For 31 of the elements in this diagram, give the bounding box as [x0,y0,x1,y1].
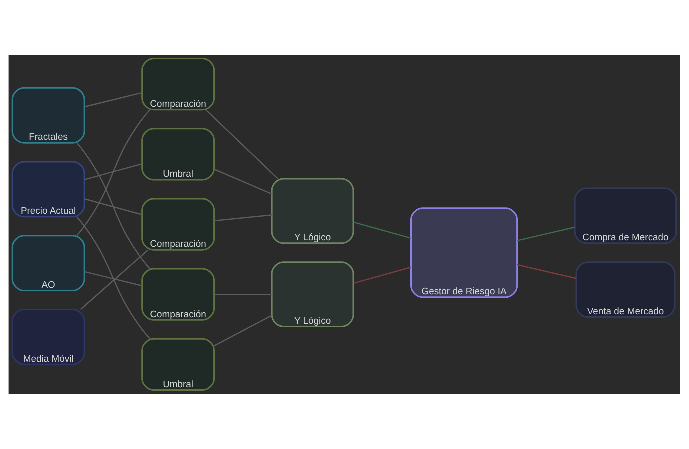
node-box: Gestor de Riesgo IA [410,208,518,298]
connector [84,92,142,108]
connector [76,110,151,236]
connector [214,168,272,195]
connector [354,266,412,284]
node-box: AO [12,235,86,292]
connector [517,264,577,280]
node-box: Comparación [142,198,216,251]
node-box: Precio Actual [12,161,86,218]
connector [354,222,412,239]
node-box: Umbral [142,338,216,391]
node-box: Y Lógico [271,178,354,244]
connector [214,214,272,222]
connector [84,163,142,180]
node-box: Compra de Mercado [574,188,678,244]
node-box: Media Móvil [12,308,86,366]
connector [517,226,575,242]
connector [214,294,272,296]
node-box: Umbral [142,128,216,181]
node-box: Y Lógico [271,262,354,328]
connector [76,142,151,270]
connector [84,198,142,216]
node-box: Fractales [12,87,86,144]
node-box: Venta de Mercado [576,262,676,318]
connector [84,271,142,287]
connector [206,110,278,180]
node-box: Comparación [142,268,216,321]
connector [76,216,151,340]
connector [214,315,272,347]
node-box: Comparación [142,58,216,111]
connector [80,250,149,310]
